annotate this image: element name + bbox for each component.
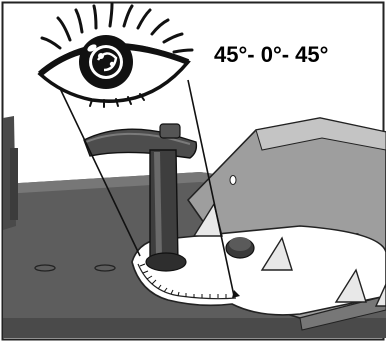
bevel-angle-label: 45°- 0°- 45° [214, 42, 328, 67]
